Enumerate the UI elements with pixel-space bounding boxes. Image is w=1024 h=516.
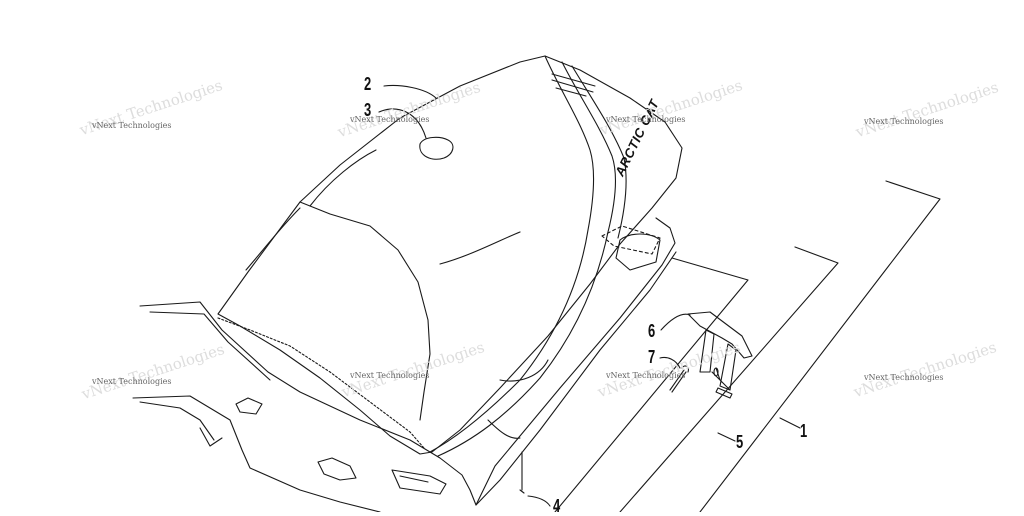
seat-cushion-dotted-lower xyxy=(217,317,425,449)
seat-base-front-inner xyxy=(139,401,223,447)
screw-7 xyxy=(669,365,689,393)
bracket-6 xyxy=(687,311,753,391)
seat-base-front xyxy=(132,395,381,512)
seat-top-logo-strip xyxy=(551,73,596,97)
callout-3: 3 xyxy=(364,100,372,120)
watermark-7: vNext Technologies xyxy=(606,371,686,380)
callout-5: 5 xyxy=(736,432,744,452)
seat-base-rib xyxy=(317,457,357,481)
seat-base-outline xyxy=(139,217,676,506)
watermark-5: vNext Technologies xyxy=(92,377,172,386)
callout-4: 4 xyxy=(553,496,561,516)
seat-cushion-crease xyxy=(439,231,521,265)
leader-1 xyxy=(779,417,801,429)
watermark-2: vNext Technologies xyxy=(350,115,430,124)
seat-cushion-seam-center xyxy=(429,55,595,453)
leader-4 xyxy=(519,451,551,507)
leader-7 xyxy=(659,356,681,369)
patch-outline xyxy=(419,136,454,160)
leader-2 xyxy=(383,84,437,99)
leader-3 xyxy=(378,108,427,139)
seat-cushion-outline xyxy=(217,55,683,455)
leader-5 xyxy=(717,432,736,442)
seat-cushion-flare xyxy=(245,149,377,271)
seat-base-vent xyxy=(391,469,447,495)
seat-base-inner xyxy=(149,311,271,381)
watermark-8: vNext Technologies xyxy=(864,373,944,382)
seat-base-curve xyxy=(487,359,549,439)
seat-base-edge xyxy=(475,251,677,506)
leader-6 xyxy=(660,313,691,331)
seat-cushion-seam-left xyxy=(299,201,431,421)
bracket-6-hole xyxy=(713,367,719,377)
seat-base-side-flap xyxy=(235,397,263,415)
seat-cushion-seam-center-2 xyxy=(437,61,616,457)
watermark-6: vNext Technologies xyxy=(350,371,430,380)
watermark-3: vNext Technologies xyxy=(606,115,686,124)
watermark-4: vNext Technologies xyxy=(864,117,944,126)
bracket-1 xyxy=(619,180,941,512)
callout-2: 2 xyxy=(364,74,372,94)
seat-cushion-seam-center-3 xyxy=(571,65,627,239)
callout-1: 1 xyxy=(800,421,808,441)
callout-6: 6 xyxy=(648,321,656,341)
seat-cushion-dashed-box xyxy=(601,225,661,255)
callout-7: 7 xyxy=(648,347,656,367)
bracket-5 xyxy=(554,257,749,512)
watermark-1: vNext Technologies xyxy=(92,121,172,130)
bracket-6-foot xyxy=(715,387,733,399)
